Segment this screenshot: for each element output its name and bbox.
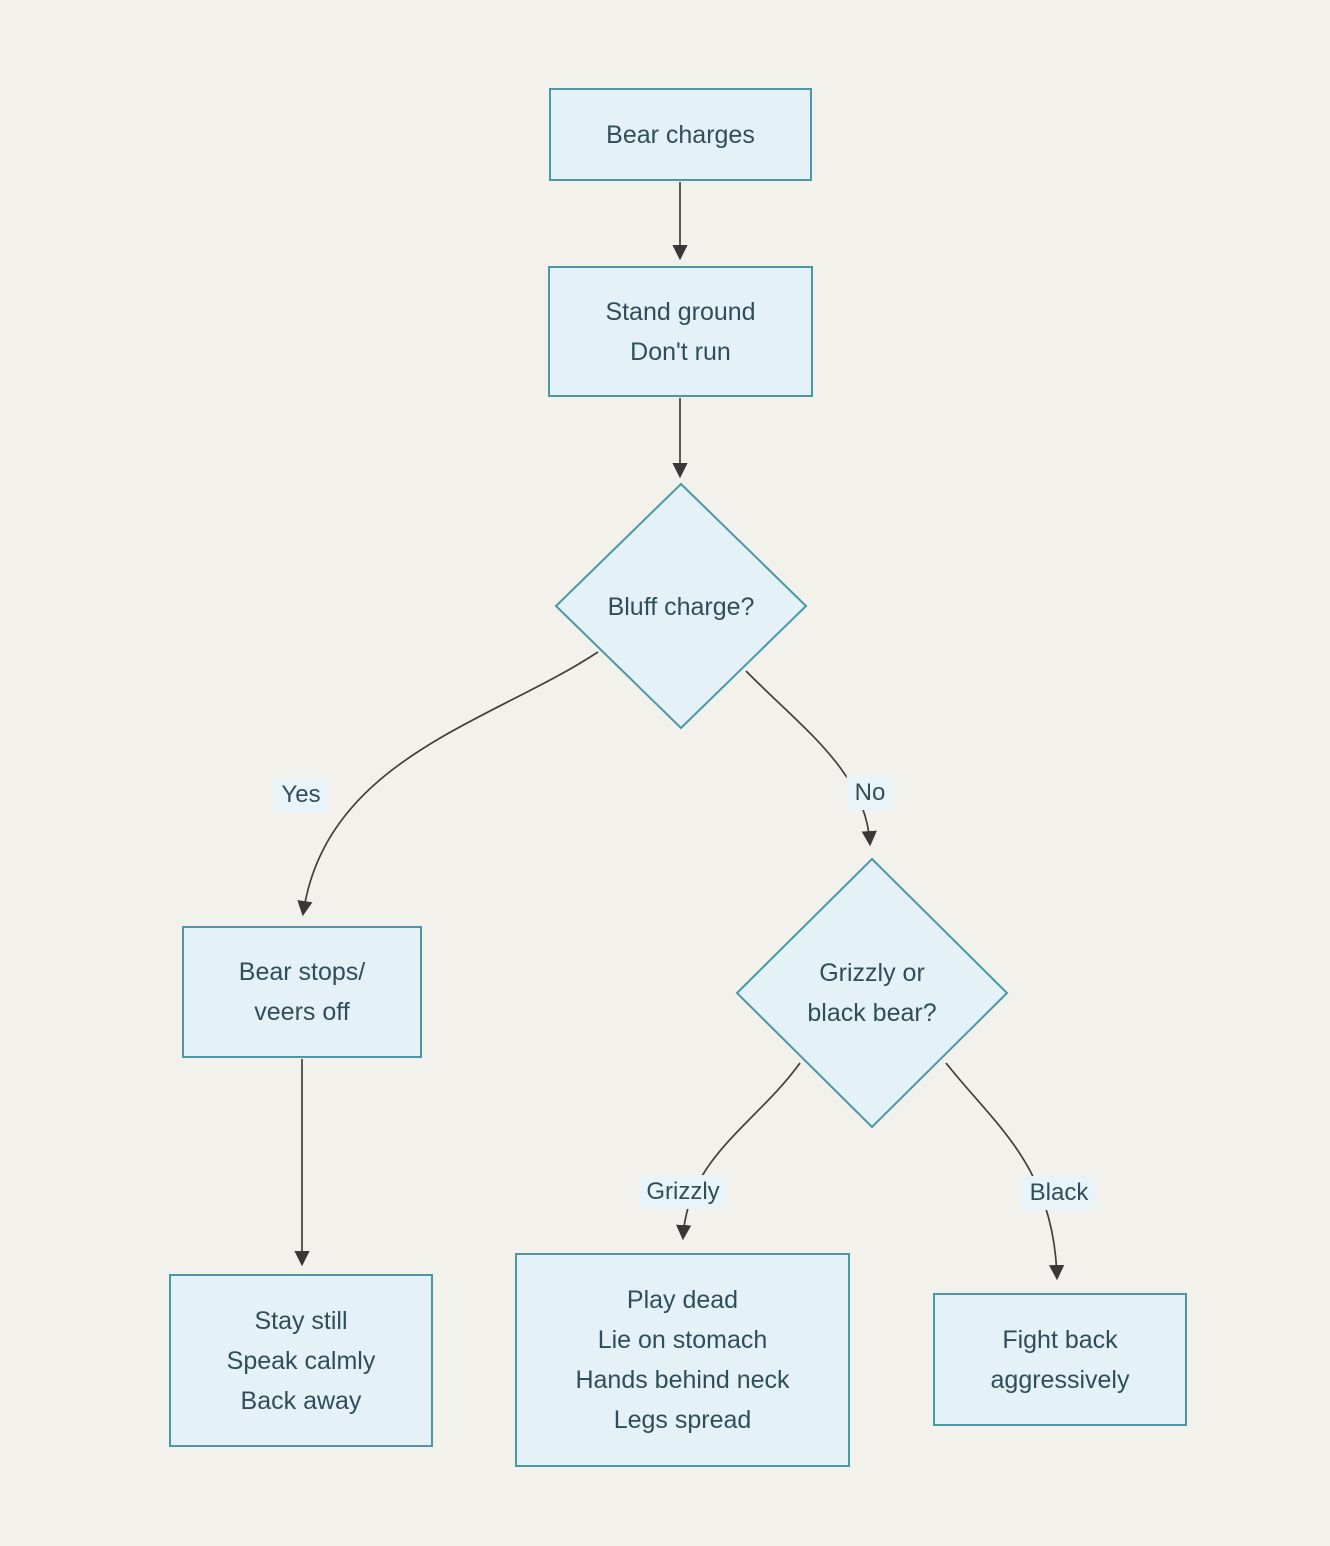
edge-black-to-fight-back [945, 1062, 1065, 1281]
node-fight-back: Fight back aggressively [933, 1293, 1187, 1426]
edge-label-yes: Yes [273, 778, 329, 812]
node-line: Don't run [630, 337, 731, 366]
node-line: aggressively [990, 1365, 1130, 1394]
node-play-dead: Play dead Lie on stomach Hands behind ne… [515, 1253, 850, 1467]
node-bear-stops: Bear stops/ veers off [182, 926, 422, 1058]
node-line: veers off [254, 998, 350, 1026]
node-line: Speak calmly [226, 1346, 376, 1375]
node-line: Play dead [626, 1286, 739, 1314]
edge-bluff-charge-no-to-grizzly-or-black [745, 670, 877, 847]
node-line: Stand ground [605, 297, 756, 326]
node-grizzly-or-black-shape [735, 857, 1009, 1129]
edge-label-grizzly: Grizzly [638, 1175, 728, 1209]
node-bluff-charge-shape [554, 482, 808, 730]
node-line: Bear charges [606, 120, 755, 149]
edge-grizzly-to-play-dead [676, 1062, 801, 1241]
node-line: Stay still [254, 1306, 348, 1335]
node-line: Legs spread [613, 1406, 752, 1434]
node-line: Hands behind neck [575, 1366, 790, 1394]
node-line: Lie on stomach [597, 1326, 768, 1354]
node-stand-ground: Stand ground Don't run [548, 266, 813, 397]
edge-label-black: Black [1021, 1176, 1097, 1210]
node-line: Fight back [1002, 1325, 1118, 1354]
node-stay-still: Stay still Speak calmly Back away [169, 1274, 433, 1447]
node-bear-charges: Bear charges [549, 88, 812, 181]
edge-bluff-charge-yes-to-bear-stops [297, 651, 599, 917]
node-line: Back away [240, 1386, 362, 1415]
edge-label-no: No [846, 776, 894, 810]
node-line: Bear stops/ [238, 958, 366, 986]
